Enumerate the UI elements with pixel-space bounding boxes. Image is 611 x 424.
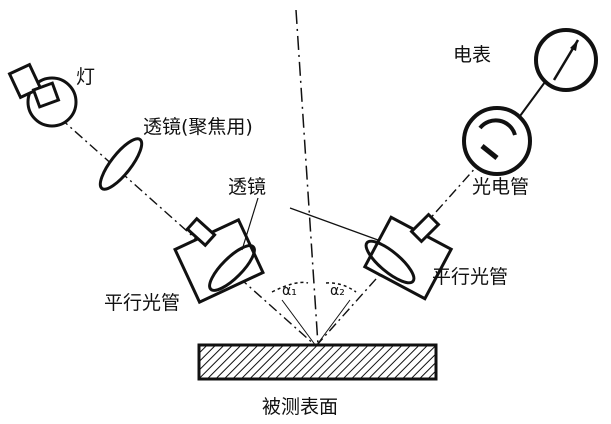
normal-line (295, 9, 319, 346)
right-collimator-label: 平行光管 (432, 266, 509, 288)
lens-leader-right (289, 207, 379, 241)
angle-right-label: α₂ (330, 283, 345, 299)
right-collimator (362, 212, 454, 301)
focusing-lens-icon (98, 137, 144, 191)
photocell-icon (462, 106, 532, 176)
meter-icon (534, 28, 598, 92)
angle-arc-right (325, 282, 357, 293)
ray-left (281, 299, 317, 347)
lens-label: 透镜 (228, 176, 267, 198)
focusing-lens-label: 透镜(聚焦用) (143, 116, 253, 138)
incident-beam (59, 117, 317, 347)
lens-leader-left (241, 197, 259, 251)
left-collimator-label: 平行光管 (104, 292, 181, 314)
ray-right (315, 299, 351, 347)
meter-label: 电表 (453, 44, 492, 66)
angle-left-label: α₁ (282, 283, 297, 299)
lamp-label: 灯 (76, 66, 96, 88)
surface-label: 被测表面 (262, 396, 339, 418)
meter-wire (519, 81, 546, 117)
photocell-label: 光电管 (472, 176, 530, 198)
lamp-icon (7, 62, 78, 128)
left-collimator (173, 216, 265, 305)
measured-surface (197, 343, 438, 381)
